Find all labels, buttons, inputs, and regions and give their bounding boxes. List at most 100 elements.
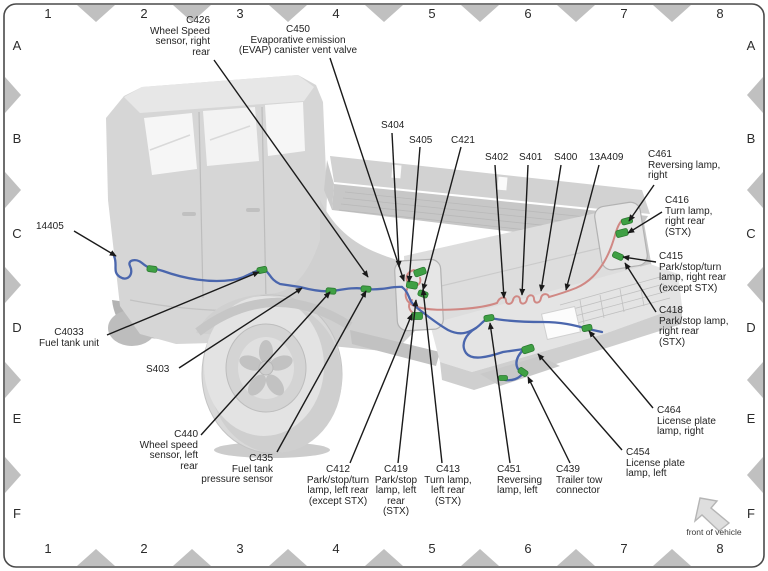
grid-col-bottom-4: 4 xyxy=(332,541,340,556)
callout-line: rear xyxy=(387,495,405,507)
grid-tick-triangles xyxy=(5,5,763,566)
grid-tick-triangle xyxy=(557,549,595,566)
callout-line: C412 xyxy=(326,464,350,475)
callout-line: sensor, left xyxy=(149,450,198,461)
callout-line: C454 xyxy=(626,447,650,458)
callout-line: pressure sensor xyxy=(201,474,273,485)
grid-tick-triangle xyxy=(747,267,763,303)
callout-13A409: 13A409 xyxy=(589,152,639,164)
callout-line: C439 xyxy=(556,464,580,475)
callout-line: Fuel tank unit xyxy=(38,337,100,349)
grid-row-right-D: D xyxy=(746,320,756,335)
leader-arrow-13A409 xyxy=(564,164,600,291)
callout-line: Wheel Speed xyxy=(149,25,210,37)
callout-line: Park/stop/turn xyxy=(659,261,722,273)
leader-arrow-C4033 xyxy=(106,271,260,336)
callout-line: right rear xyxy=(659,326,700,337)
leader-arrow-C412 xyxy=(349,313,413,464)
grid-col-bottom-1: 1 xyxy=(44,541,52,556)
callout-line: (except STX) xyxy=(308,495,368,507)
leader-arrow-C450 xyxy=(329,57,405,282)
connector-marker xyxy=(581,323,593,333)
grid-tick-triangle xyxy=(269,5,307,22)
callout-line: C426 xyxy=(186,15,210,26)
connector-marker xyxy=(146,265,158,273)
callout-line: C461 xyxy=(648,149,672,160)
callout-line: C451 xyxy=(497,464,521,475)
callout-line: C421 xyxy=(451,135,475,146)
callout-line: Wheel speed xyxy=(139,439,198,451)
grid-col-bottom-3: 3 xyxy=(236,541,244,556)
leader-arrow-S401 xyxy=(519,164,529,296)
grid-tick-triangle xyxy=(5,172,21,208)
sheet-border xyxy=(3,3,765,568)
leader-arrow-C439 xyxy=(527,376,571,464)
grid-tick-triangle xyxy=(653,5,691,22)
leader-arrow-C418 xyxy=(624,262,657,313)
grid-tick-triangle xyxy=(365,5,403,22)
grid-row-right-B: B xyxy=(746,131,756,146)
grid-tick-triangle xyxy=(747,77,763,113)
callout-line: lamp, right xyxy=(657,426,704,437)
leader-arrow-C440 xyxy=(200,291,331,436)
callout-line: Park/stop/turn xyxy=(306,474,370,486)
grid-tick-triangle xyxy=(77,549,115,566)
grid-tick-triangle xyxy=(173,549,211,566)
callout-line: Reversing lamp, xyxy=(648,159,721,171)
callout-line: S403 xyxy=(146,364,170,375)
leader-arrow-C464 xyxy=(588,330,654,409)
grid-tick-triangle xyxy=(557,5,595,22)
leader-arrow-C421 xyxy=(421,146,462,291)
grid-row-left-E: E xyxy=(12,411,22,426)
truck-body xyxy=(106,75,682,458)
grid-tick-triangle xyxy=(365,549,403,566)
connector-marker xyxy=(325,287,337,295)
callout-line: lamp, left xyxy=(375,485,417,496)
grid-row-right-A: A xyxy=(746,38,756,53)
grid-row-right-F: F xyxy=(747,506,755,521)
connector-marker xyxy=(498,375,508,381)
callout-line: License plate xyxy=(626,457,685,469)
callout-line: Evaporative emission xyxy=(250,34,346,46)
callout-line: C464 xyxy=(657,405,681,416)
callout-line: Trailer tow xyxy=(556,474,603,486)
grid-tick-triangle xyxy=(77,5,115,22)
grid-col-bottom-6: 6 xyxy=(524,541,532,556)
grid-tick-triangle xyxy=(5,457,21,493)
callout-line: C413 xyxy=(436,464,460,475)
connector-marker xyxy=(517,367,529,377)
leader-arrow-C413 xyxy=(420,288,443,464)
callout-line: connector xyxy=(556,485,600,496)
callout-line: 14405 xyxy=(36,221,64,232)
callout-line: lamp, left rear xyxy=(307,485,369,496)
grid-row-left-D: D xyxy=(12,320,22,335)
grid-col-top-7: 7 xyxy=(620,6,628,21)
callout-line: S400 xyxy=(554,152,578,163)
callout-S405: S405 xyxy=(409,135,449,147)
callout-line: sensor, right xyxy=(155,36,210,47)
connector-marker xyxy=(405,280,419,290)
grid-row-left-F: F xyxy=(13,506,21,521)
grid-tick-triangle xyxy=(269,549,307,566)
callout-line: 13A409 xyxy=(589,152,624,163)
front-of-vehicle-label: front of vehicle xyxy=(686,527,742,537)
callout-line: C435 xyxy=(249,453,273,464)
callout-line: (except STX) xyxy=(659,282,718,294)
callout-line: C4033 xyxy=(54,327,84,338)
leader-arrow-C426 xyxy=(213,59,369,278)
callout-C421: C421 xyxy=(451,135,491,147)
leader-arrow-C415 xyxy=(622,254,657,263)
